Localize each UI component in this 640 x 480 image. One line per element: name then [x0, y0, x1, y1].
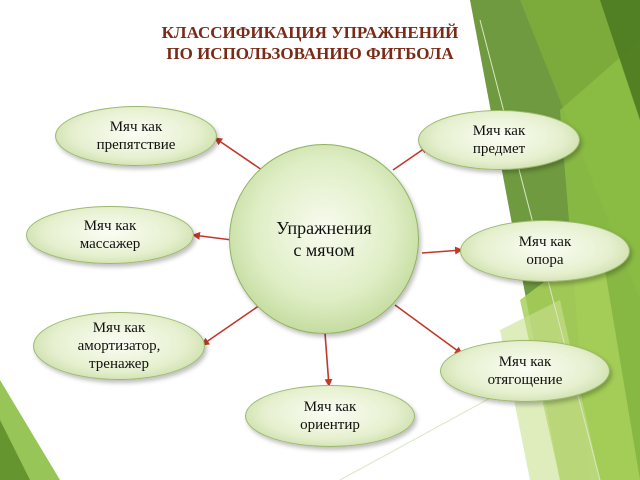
node-landmark: Мяч как ориентир	[245, 385, 415, 447]
node-weight: Мяч как отягощение	[440, 340, 610, 402]
node-shock-absorber-label: Мяч как амортизатор, тренажер	[77, 320, 161, 372]
node-object: Мяч как предмет	[418, 110, 580, 170]
node-landmark-label: Мяч как ориентир	[300, 399, 360, 433]
node-massager-label: Мяч как массажер	[79, 218, 141, 252]
node-object-label: Мяч как предмет	[472, 123, 526, 157]
node-massager: Мяч как массажер	[26, 206, 194, 264]
arrow-to-massager	[192, 231, 233, 241]
center-node: Упражнения с мячом	[229, 144, 419, 334]
page-title: КЛАССИФИКАЦИЯ УПРАЖНЕНИЙ ПО ИСПОЛЬЗОВАНИ…	[60, 22, 560, 64]
arrow-to-shock-absorber	[201, 304, 261, 346]
arrow-to-landmark	[324, 332, 333, 387]
node-shock-absorber: Мяч как амортизатор, тренажер	[33, 312, 205, 380]
center-node-label: Упражнения с мячом	[276, 218, 372, 260]
node-obstacle: Мяч как препятствие	[55, 106, 217, 166]
node-obstacle-label: Мяч как препятствие	[96, 119, 176, 153]
arrow-to-obstacle	[214, 137, 263, 171]
title-line-2: ПО ИСПОЛЬЗОВАНИЮ ФИТБОЛА	[166, 44, 454, 63]
node-weight-label: Мяч как отягощение	[487, 354, 563, 388]
title-line-1: КЛАССИФИКАЦИЯ УПРАЖНЕНИЙ	[161, 23, 459, 42]
node-support: Мяч как опора	[460, 220, 630, 282]
node-support-label: Мяч как опора	[518, 234, 572, 268]
arrow-to-weight	[394, 304, 463, 355]
arrow-to-support	[421, 246, 463, 255]
